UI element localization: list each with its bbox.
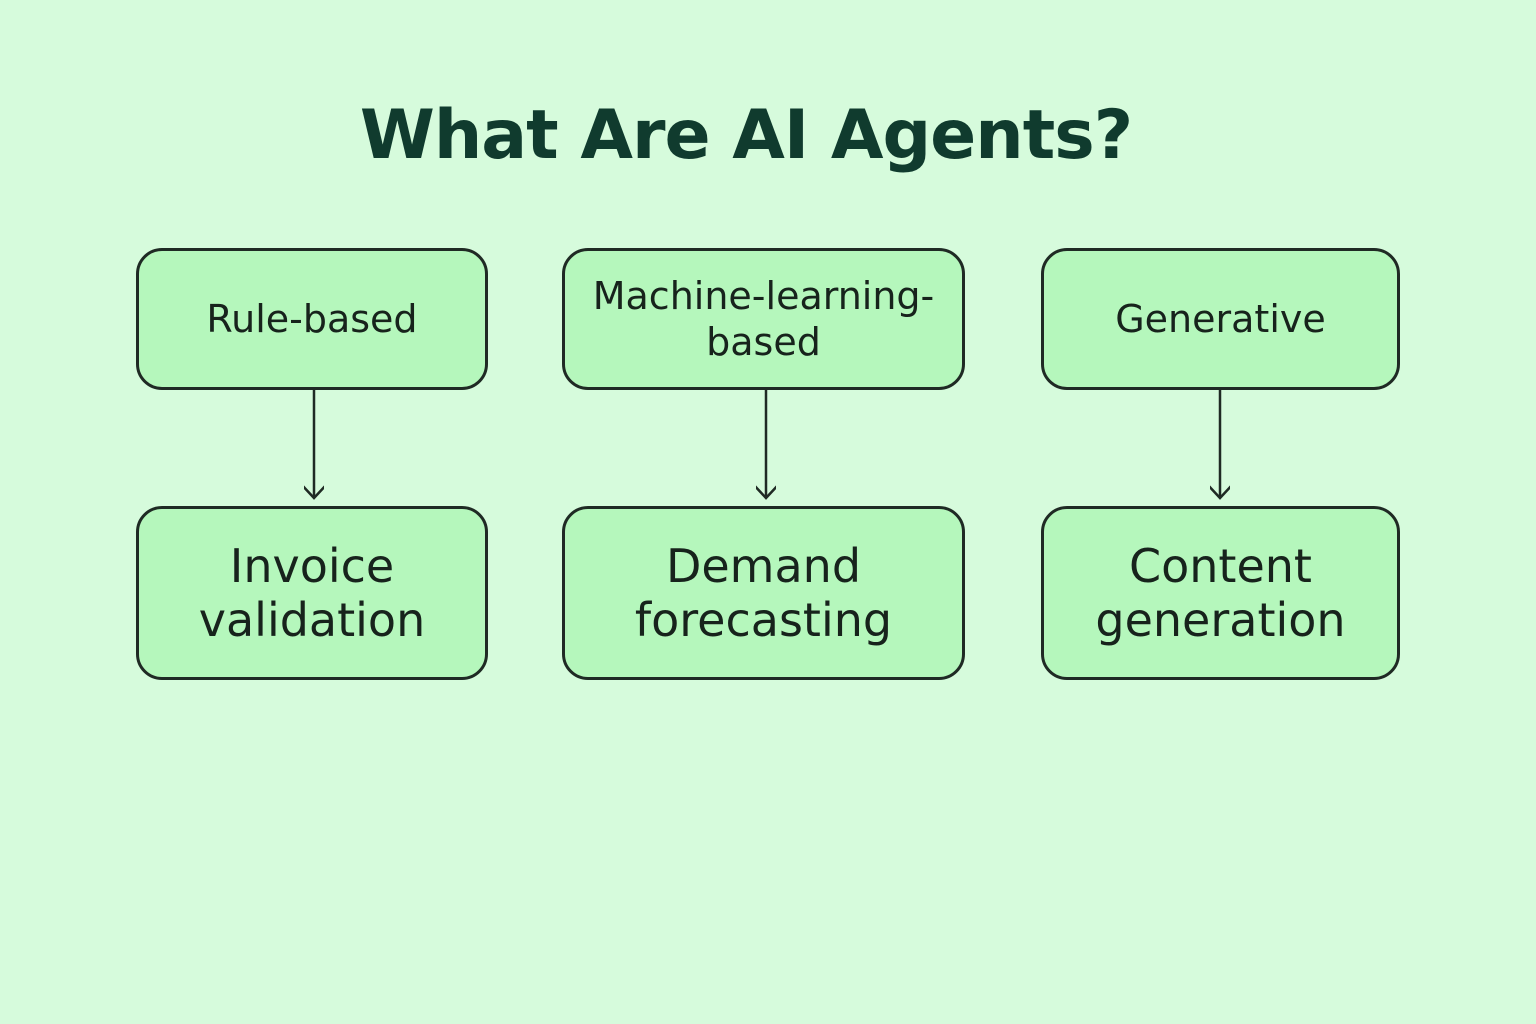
down-arrow-icon xyxy=(756,390,776,500)
down-arrow-icon xyxy=(304,390,324,500)
example-box-demand-forecasting: Demand forecasting xyxy=(562,506,965,680)
category-box-generative: Generative xyxy=(1041,248,1400,390)
example-label: Demand forecasting xyxy=(634,539,893,647)
category-box-rule-based: Rule-based xyxy=(136,248,488,390)
category-label: Generative xyxy=(1115,297,1326,341)
category-box-machine-learning-based: Machine-learning-based xyxy=(562,248,965,390)
example-box-content-generation: Content generation xyxy=(1041,506,1400,680)
category-label: Rule-based xyxy=(206,297,418,341)
category-label: Machine-learning-based xyxy=(592,274,935,364)
example-box-invoice-validation: Invoice validation xyxy=(136,506,488,680)
example-label: Invoice validation xyxy=(198,539,426,647)
example-label: Content generation xyxy=(1095,539,1346,647)
diagram-title: What Are AI Agents? xyxy=(359,96,1133,175)
down-arrow-icon xyxy=(1210,390,1230,500)
